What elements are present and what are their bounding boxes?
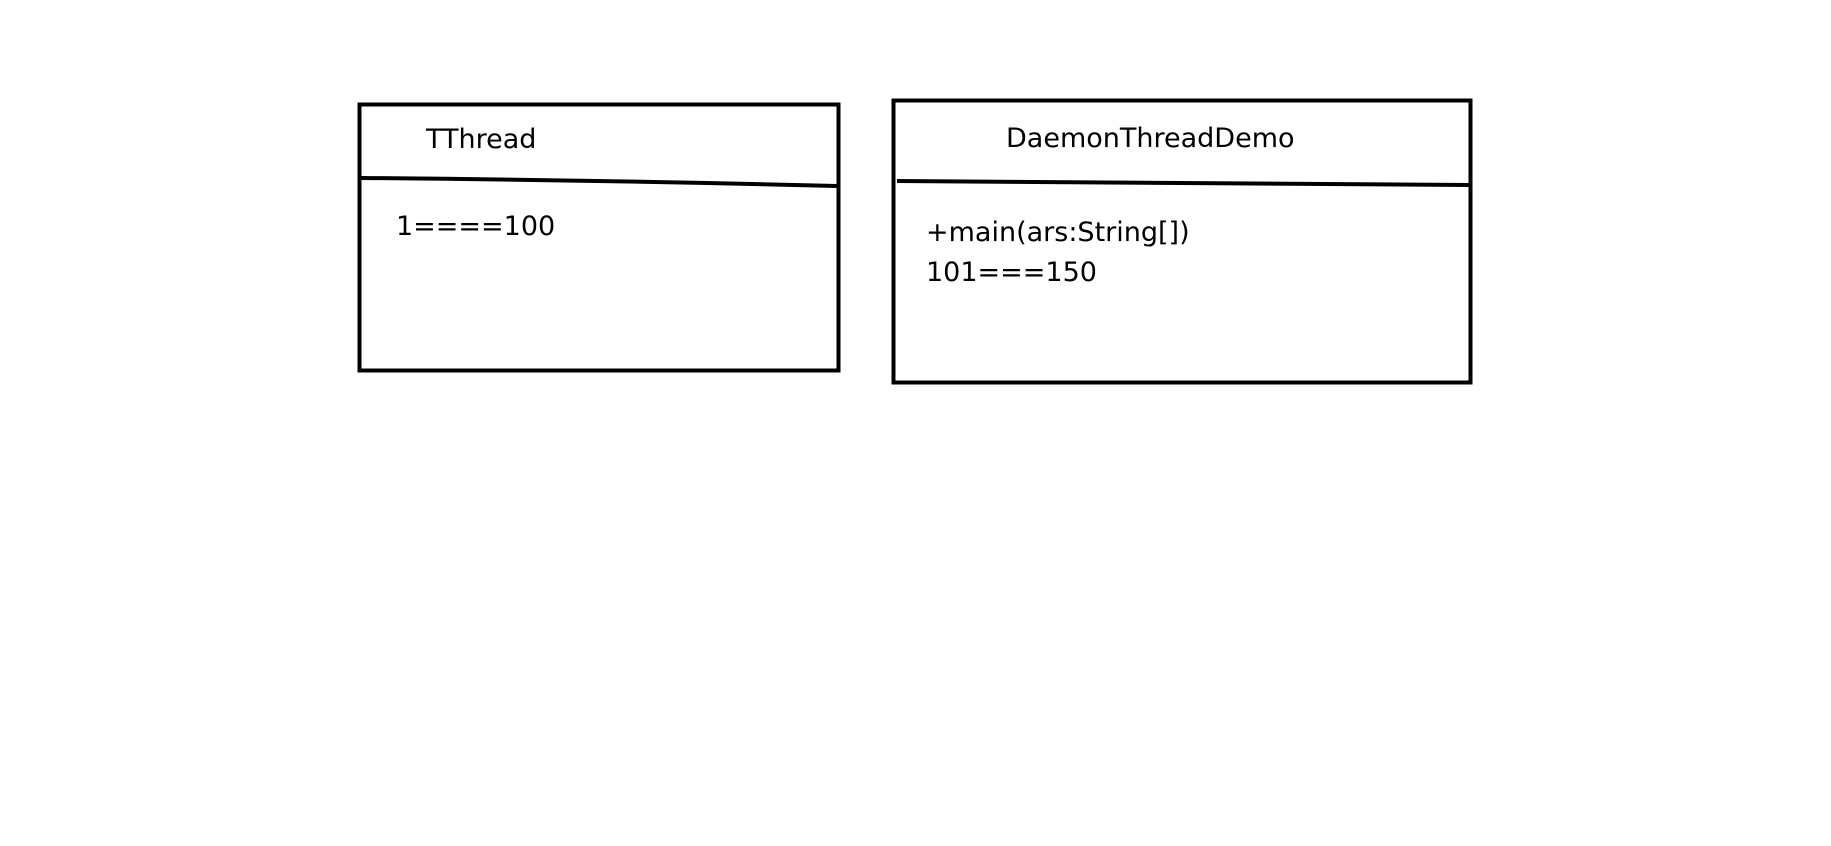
class-box-tthread-border	[357, 102, 841, 373]
class-box-daemonthreaddemo-divider	[896, 179, 1470, 187]
class-member-tthread-range: 1====100	[396, 211, 555, 242]
class-member-main-method: +main(ars:String[])	[926, 217, 1190, 248]
class-box-tthread-divider	[360, 176, 838, 188]
class-box-daemonthreaddemo: DaemonThreadDemo +main(ars:String[]) 101…	[891, 98, 1473, 385]
class-name-tthread: TThread	[425, 124, 536, 155]
class-member-daemon-range: 101===150	[926, 257, 1097, 288]
class-box-daemonthreaddemo-border	[891, 98, 1473, 385]
class-name-daemonthreaddemo: DaemonThreadDemo	[1006, 123, 1295, 154]
class-box-tthread: TThread 1====100	[357, 102, 841, 373]
